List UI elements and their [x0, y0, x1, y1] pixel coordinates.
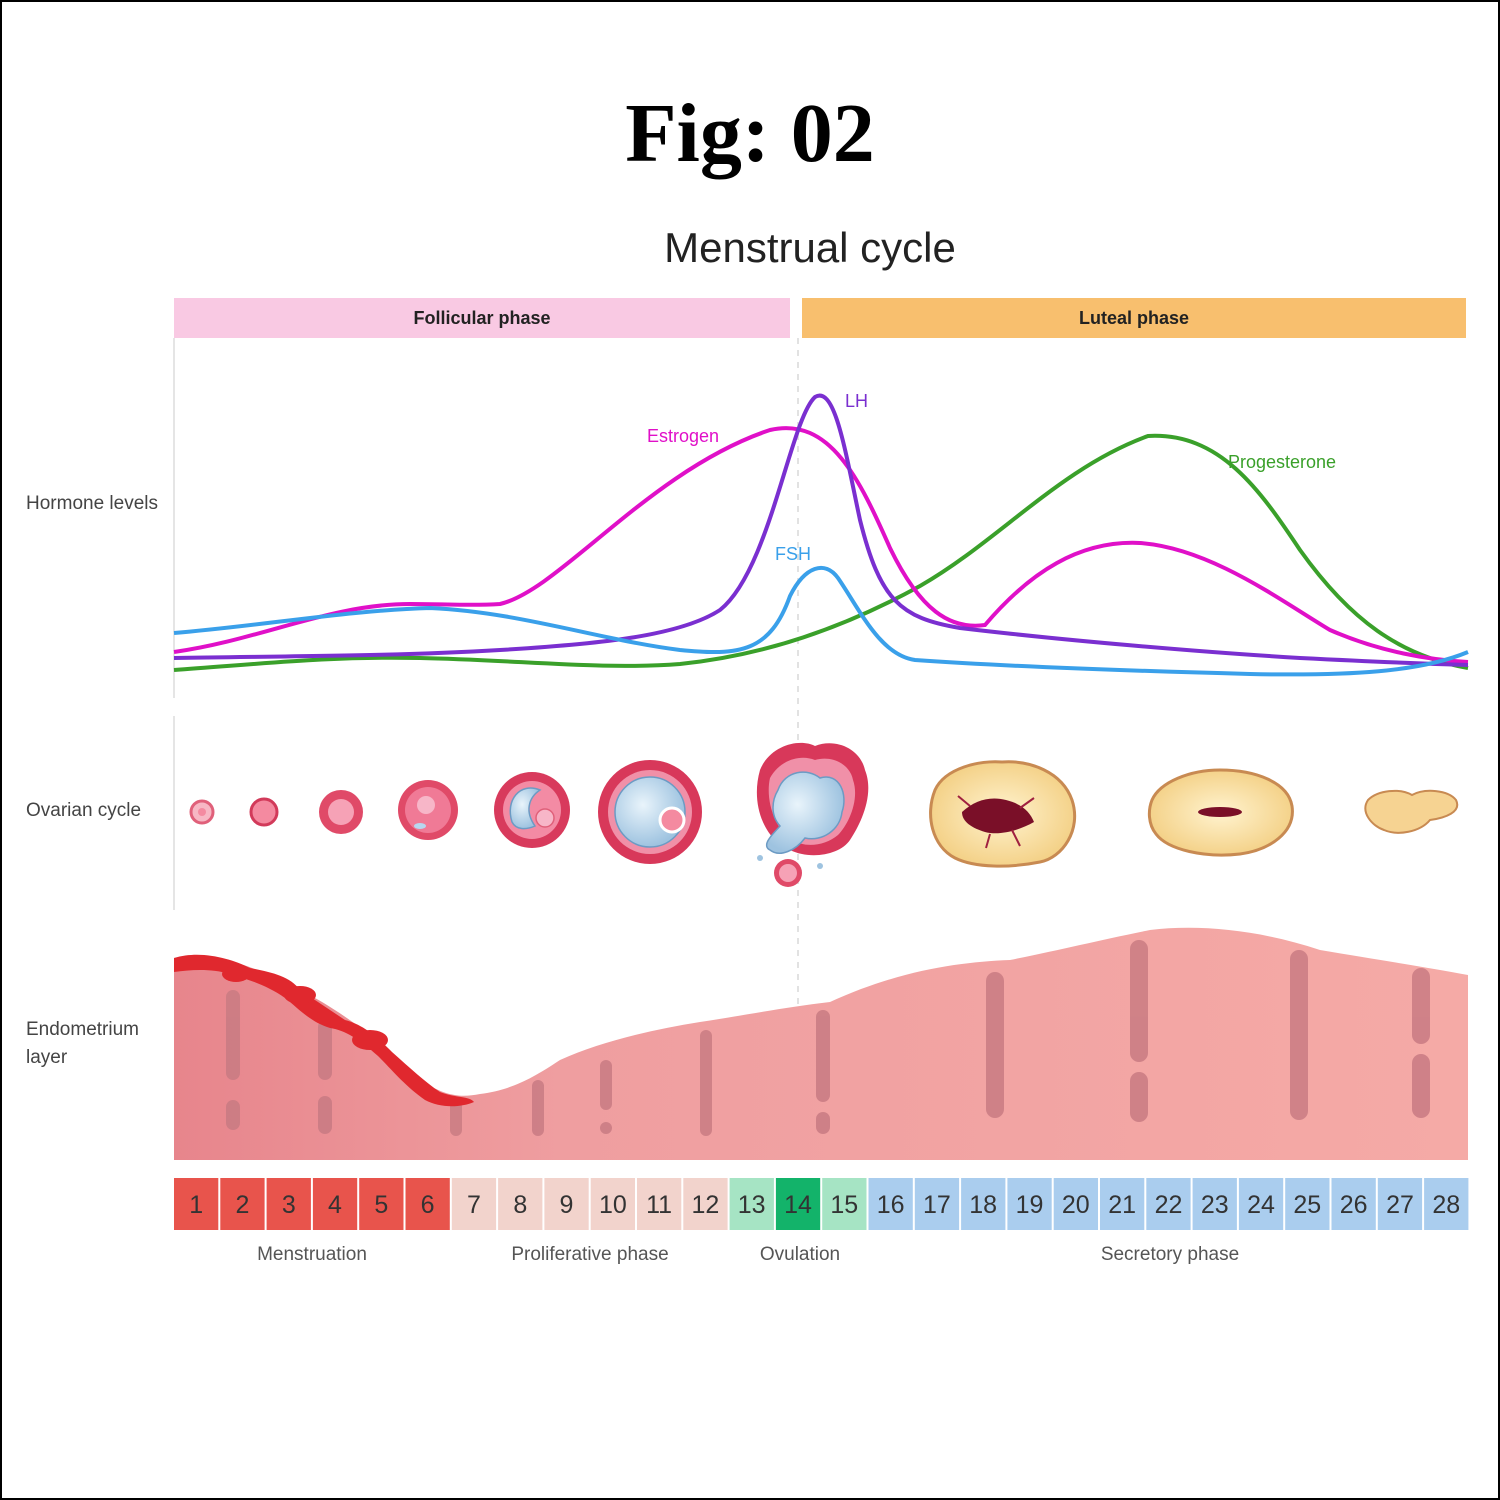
stage-label-ovulation: Ovulation — [759, 1244, 841, 1265]
ovulating-follicle — [756, 742, 869, 887]
progesterone-label: Progesterone — [1228, 452, 1336, 472]
lh-curve — [173, 393, 1469, 667]
day-number: 23 — [1201, 1191, 1229, 1219]
day-number: 1 — [189, 1191, 203, 1219]
stage-label-menstruation: Menstruation — [257, 1244, 367, 1265]
day-cell — [1377, 1178, 1423, 1230]
day-number: 16 — [877, 1191, 905, 1219]
day-number: 24 — [1247, 1191, 1275, 1219]
day-cell — [1192, 1178, 1237, 1230]
endometrial-glands — [226, 940, 1430, 1136]
day-cell — [1007, 1178, 1052, 1230]
follicular-phase-bar: Follicular phase — [174, 298, 790, 338]
day-number: 3 — [282, 1191, 296, 1219]
corpus-luteum — [929, 760, 1077, 868]
hormone-levels-label: Hormone levels — [26, 493, 158, 514]
day-cell — [1238, 1178, 1284, 1230]
day-cell — [1285, 1178, 1330, 1230]
stage-label-secretory: Secretory phase — [1100, 1244, 1240, 1265]
diagram-title: Menstrual cycle — [664, 224, 956, 271]
day-number: 13 — [738, 1191, 766, 1219]
day-cell — [544, 1178, 589, 1230]
day-cell — [405, 1178, 450, 1230]
day-number: 21 — [1108, 1191, 1136, 1219]
day-cell — [312, 1178, 358, 1230]
day-number: 27 — [1386, 1191, 1414, 1219]
corpus-albicans — [1364, 789, 1459, 834]
day-cell — [961, 1178, 1006, 1230]
day-cell — [1146, 1178, 1191, 1230]
primordial-follicle — [189, 799, 215, 825]
day-number: 14 — [784, 1191, 812, 1219]
progesterone-curve — [173, 433, 1469, 672]
figure-label: Fig: 02 — [625, 87, 875, 180]
day-number: 8 — [513, 1191, 527, 1219]
day-number: 28 — [1432, 1191, 1460, 1219]
day-number: 9 — [560, 1191, 574, 1219]
day-number: 20 — [1062, 1191, 1090, 1219]
day-number: 22 — [1155, 1191, 1183, 1219]
day-number: 10 — [599, 1191, 627, 1219]
fsh-label: FSH — [775, 544, 811, 564]
day-number: 5 — [374, 1191, 388, 1219]
regressing-corpus-luteum — [1147, 768, 1294, 857]
ovarian-cycle-label: Ovarian cycle — [26, 800, 142, 821]
estrogen-label: Estrogen — [647, 426, 719, 446]
day-cell — [914, 1178, 960, 1230]
day-number: 11 — [646, 1191, 672, 1219]
day-cell — [359, 1178, 404, 1230]
estrogen-curve — [173, 426, 1469, 664]
day-cell — [729, 1178, 774, 1230]
day-number: 12 — [691, 1191, 719, 1219]
day-cell — [822, 1178, 867, 1230]
day-number: 7 — [467, 1191, 481, 1219]
day-number: 6 — [421, 1191, 435, 1219]
day-cell — [1331, 1178, 1376, 1230]
menstrual-blood — [174, 954, 474, 1107]
day-cell — [637, 1178, 682, 1230]
day-number: 26 — [1340, 1191, 1368, 1219]
day-cell — [683, 1178, 728, 1230]
stage-label-proliferative: Proliferative phase — [511, 1244, 669, 1265]
endometrium-layer-label: Endometrium layer — [26, 1019, 139, 1068]
antral-follicle — [494, 772, 570, 848]
day-number: 15 — [830, 1191, 858, 1219]
early-antral-follicle — [398, 780, 458, 840]
graafian-follicle — [598, 760, 702, 864]
day-cell — [266, 1178, 311, 1230]
day-cell — [1053, 1178, 1098, 1230]
secondary-follicle — [319, 790, 363, 834]
day-cell — [590, 1178, 635, 1230]
luteal-phase-bar: Luteal phase — [802, 298, 1466, 338]
day-cell — [174, 1178, 219, 1230]
lh-label: LH — [845, 391, 868, 411]
day-number: 4 — [328, 1191, 342, 1219]
day-cell — [775, 1178, 821, 1230]
primary-follicle — [249, 797, 279, 827]
day-number: 25 — [1293, 1191, 1321, 1219]
day-number: 18 — [969, 1191, 997, 1219]
fsh-curve — [173, 566, 1469, 677]
day-cell — [451, 1178, 497, 1230]
day-cell — [1100, 1178, 1145, 1230]
day-cell — [868, 1178, 913, 1230]
day-number: 19 — [1016, 1191, 1044, 1219]
day-number: 2 — [236, 1191, 250, 1219]
day-cell — [498, 1178, 543, 1230]
day-cell — [220, 1178, 265, 1230]
day-number: 17 — [923, 1191, 951, 1219]
day-cell — [1424, 1178, 1469, 1230]
